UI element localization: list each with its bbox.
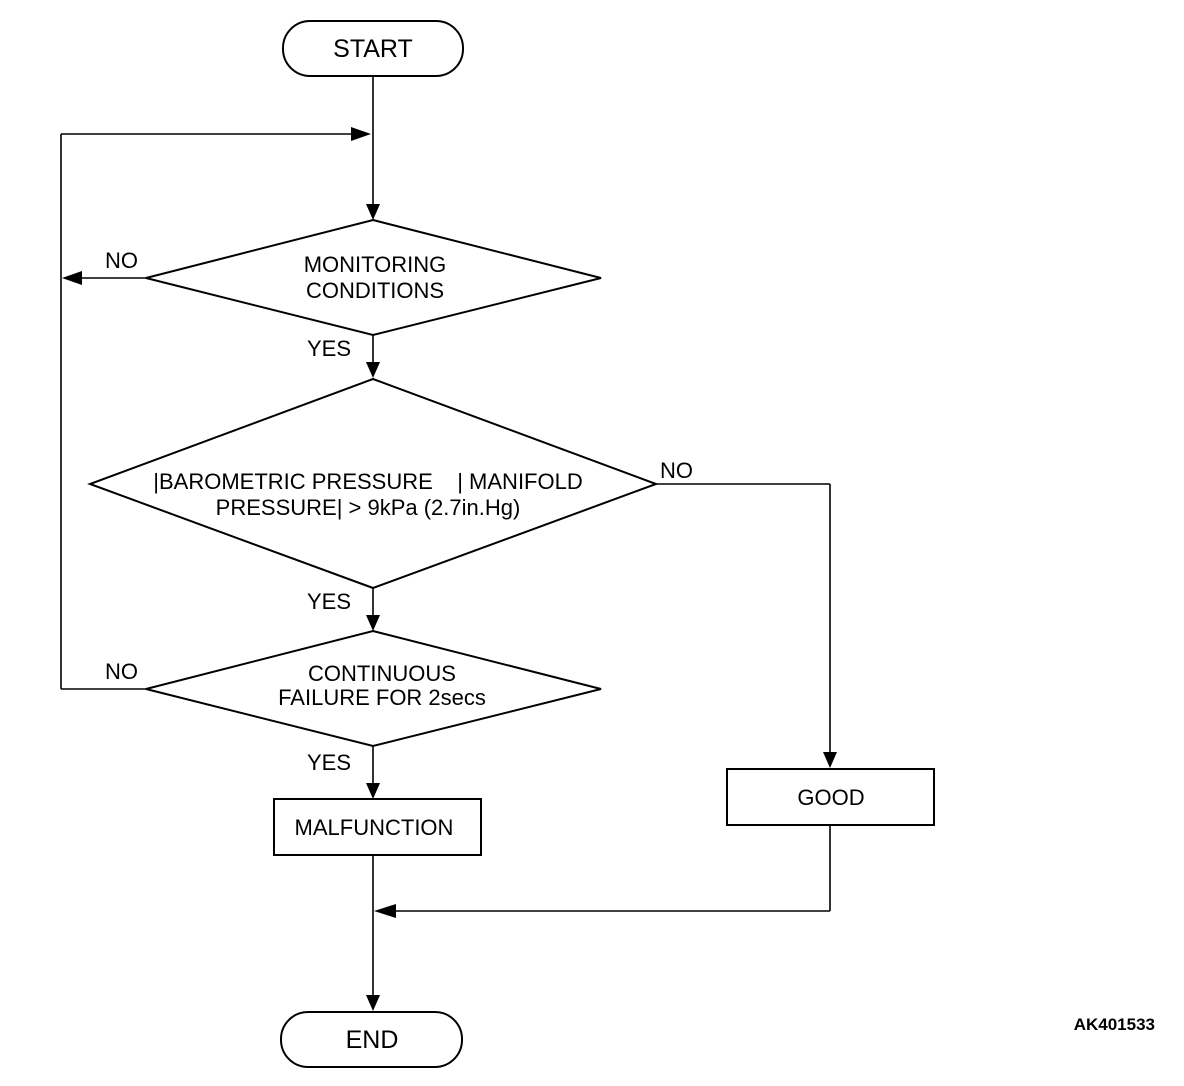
continuous-decision: CONTINUOUS FAILURE FOR 2secs (145, 629, 602, 748)
end-node: END (280, 1011, 463, 1068)
arrowhead-down-pressure (366, 362, 380, 378)
pressure-label-line-1: |BAROMETRIC PRESSURE | MANIFOLD (153, 469, 582, 494)
malfunction-node: MALFUNCTION (273, 798, 482, 856)
good-label: GOOD (797, 785, 864, 810)
connectors (60, 76, 837, 1011)
monitoring-no-label: NO (105, 248, 138, 273)
malfunction-label: MALFUNCTION (295, 815, 454, 840)
start-terminal-shape (282, 20, 464, 77)
arrowhead-down-continuous (366, 615, 380, 631)
pressure-no-label: NO (660, 458, 693, 483)
arrowhead-left-merge (374, 904, 396, 918)
monitoring-label-line-2: CONDITIONS (306, 278, 444, 303)
arrowhead-down-end (366, 995, 380, 1011)
branch-labels: NO YES NO YES NO YES (105, 248, 693, 775)
arrowhead-right-loop (351, 127, 371, 141)
continuous-label-line-1: CONTINUOUS (308, 661, 456, 686)
reference-code: AK401533 (1074, 1015, 1155, 1034)
monitoring-decision: MONITORING CONDITIONS (145, 218, 602, 337)
monitoring-yes-label: YES (307, 336, 351, 361)
arrowhead-down-monitoring (366, 204, 380, 220)
monitoring-label-line-1: MONITORING (304, 252, 447, 277)
pressure-diamond-shape (87, 377, 659, 590)
continuous-no-label: NO (105, 659, 138, 684)
start-label: START (333, 35, 413, 63)
continuous-yes-label: YES (307, 750, 351, 775)
arrowhead-down-malfunction (366, 783, 380, 799)
monitoring-diamond-shape (145, 218, 602, 337)
continuous-label-line-2: FAILURE FOR 2secs (278, 685, 486, 710)
start-node: START (282, 20, 464, 77)
end-label: END (346, 1026, 399, 1054)
good-node: GOOD (726, 768, 935, 826)
end-terminal-shape (280, 1011, 463, 1068)
pressure-decision: |BAROMETRIC PRESSURE | MANIFOLD PRESSURE… (87, 377, 659, 590)
arrowhead-left-monitoring-no (62, 271, 82, 285)
malfunction-box-shape (273, 798, 482, 856)
pressure-yes-label: YES (307, 589, 351, 614)
pressure-label-line-2: PRESSURE| > 9kPa (2.7in.Hg) (216, 495, 521, 520)
good-box-shape (726, 768, 935, 826)
arrowhead-down-good (823, 752, 837, 768)
continuous-diamond-shape (145, 629, 602, 748)
